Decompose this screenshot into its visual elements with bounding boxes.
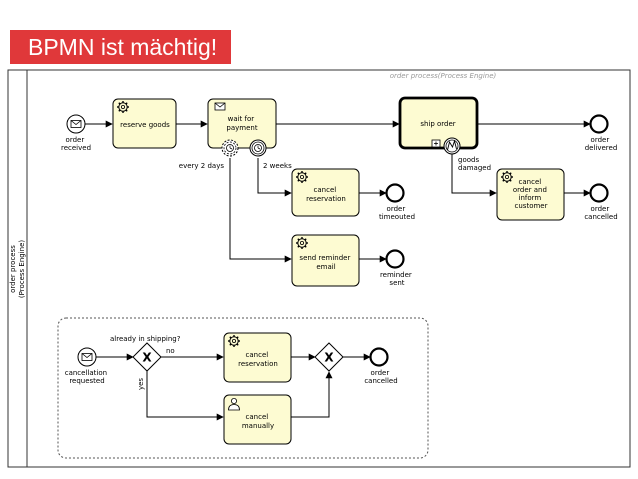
envelope-icon bbox=[81, 353, 93, 361]
error-icon bbox=[447, 139, 457, 151]
task-wait-for-payment-label: wait for payment bbox=[226, 115, 257, 132]
boundary-error-goods-damaged[interactable] bbox=[443, 137, 461, 155]
end-event-order-cancelled-sub[interactable] bbox=[369, 347, 389, 367]
task-reserve-goods[interactable] bbox=[112, 98, 177, 149]
gateway-x-icon: X bbox=[324, 351, 334, 365]
already-in-shipping-label: already in shipping? bbox=[110, 335, 181, 343]
task-cancel-manually-label: cancel manually bbox=[242, 413, 274, 430]
cancellation-requested-label: cancellation requested bbox=[65, 369, 110, 385]
sequence-flows bbox=[85, 120, 591, 263]
boundary-timer-every-2-days[interactable] bbox=[221, 139, 239, 157]
task-cancel-reservation-sub[interactable] bbox=[223, 332, 292, 383]
task-ship-order-label: ship order bbox=[420, 120, 455, 128]
reminder-sent-label: reminder sent bbox=[380, 271, 414, 287]
slide-title: BPMN ist mächtig! bbox=[10, 30, 232, 64]
boundary-timer-2-weeks[interactable] bbox=[249, 139, 267, 157]
task-send-reminder-email-label: send reminder email bbox=[299, 254, 352, 271]
task-cancel-manually[interactable] bbox=[223, 394, 292, 445]
order-timeouted-label: order timeouted bbox=[379, 205, 415, 221]
pool-label-line1: order process bbox=[9, 245, 17, 293]
order-cancelled-label: order cancelled bbox=[584, 205, 617, 221]
task-ship-order[interactable] bbox=[398, 96, 479, 150]
task-cancel-order-inform-customer[interactable] bbox=[496, 168, 565, 221]
task-wait-for-payment[interactable] bbox=[207, 98, 277, 149]
order-received-label: order received bbox=[61, 136, 91, 152]
envelope-icon bbox=[70, 120, 82, 128]
user-task-icon bbox=[228, 397, 240, 411]
lane-label: order process(Process Engine) bbox=[390, 72, 497, 80]
task-send-reminder-email[interactable] bbox=[291, 234, 360, 287]
exclusive-gateway-already-in-shipping[interactable] bbox=[132, 342, 162, 372]
gateway-x-icon: X bbox=[142, 351, 152, 365]
end-event-order-cancelled[interactable] bbox=[589, 183, 609, 203]
goods-damaged-label: goods damaged bbox=[458, 156, 491, 172]
task-cancel-reservation-sub-label: cancel reservation bbox=[238, 351, 278, 368]
end-event-order-timeouted[interactable] bbox=[385, 183, 405, 203]
pool-label-line2: (Process Engine) bbox=[18, 240, 26, 299]
task-cancel-reservation-label: cancel reservation bbox=[306, 186, 346, 203]
two-weeks-label: 2 weeks bbox=[263, 162, 292, 170]
receive-envelope-icon bbox=[214, 102, 226, 111]
task-cancel-order-inform-customer-label: cancel order and inform customer bbox=[513, 178, 549, 210]
task-cancel-reservation[interactable] bbox=[291, 168, 360, 217]
no-label: no bbox=[166, 347, 175, 355]
end-event-reminder-sent[interactable] bbox=[385, 249, 405, 269]
subprocess-flows bbox=[96, 353, 371, 421]
yes-label: yes bbox=[137, 378, 145, 390]
every-2-days-label: every 2 days bbox=[179, 162, 225, 170]
order-delivered-label: order delivered bbox=[585, 136, 618, 152]
order-cancelled-sub-label: order cancelled bbox=[364, 369, 397, 385]
task-reserve-goods-label: reserve goods bbox=[120, 121, 170, 129]
subprocess-marker-icon bbox=[431, 139, 441, 148]
end-event-order-delivered[interactable] bbox=[589, 114, 609, 134]
exclusive-gateway-merge[interactable] bbox=[314, 342, 344, 372]
